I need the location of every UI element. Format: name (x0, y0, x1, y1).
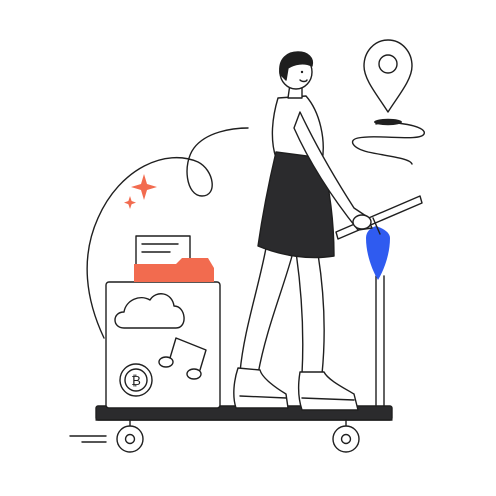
speed-lines-icon (69, 435, 107, 443)
location-pin-icon (363, 39, 413, 126)
folder-icon (134, 235, 214, 282)
dark-apron (257, 151, 335, 259)
route-swirl (86, 127, 249, 339)
back-leg (239, 247, 293, 375)
hand (352, 214, 372, 230)
scooter-wheel-right (332, 425, 360, 453)
svg-text:₿: ₿ (131, 374, 141, 389)
music-note-icon (158, 337, 207, 380)
hair (279, 51, 314, 81)
back-shoe (233, 367, 289, 409)
scooter-wheel-left (116, 425, 144, 453)
character (233, 51, 373, 411)
sparkle-icon (124, 174, 157, 209)
blue-flag (366, 226, 390, 280)
front-shoe (297, 371, 359, 411)
scooter-column (375, 275, 385, 407)
cloud-icon (114, 293, 185, 329)
route-squiggle (351, 122, 425, 165)
front-leg (295, 251, 325, 375)
bitcoin-coin-icon: ₿ (119, 363, 153, 397)
